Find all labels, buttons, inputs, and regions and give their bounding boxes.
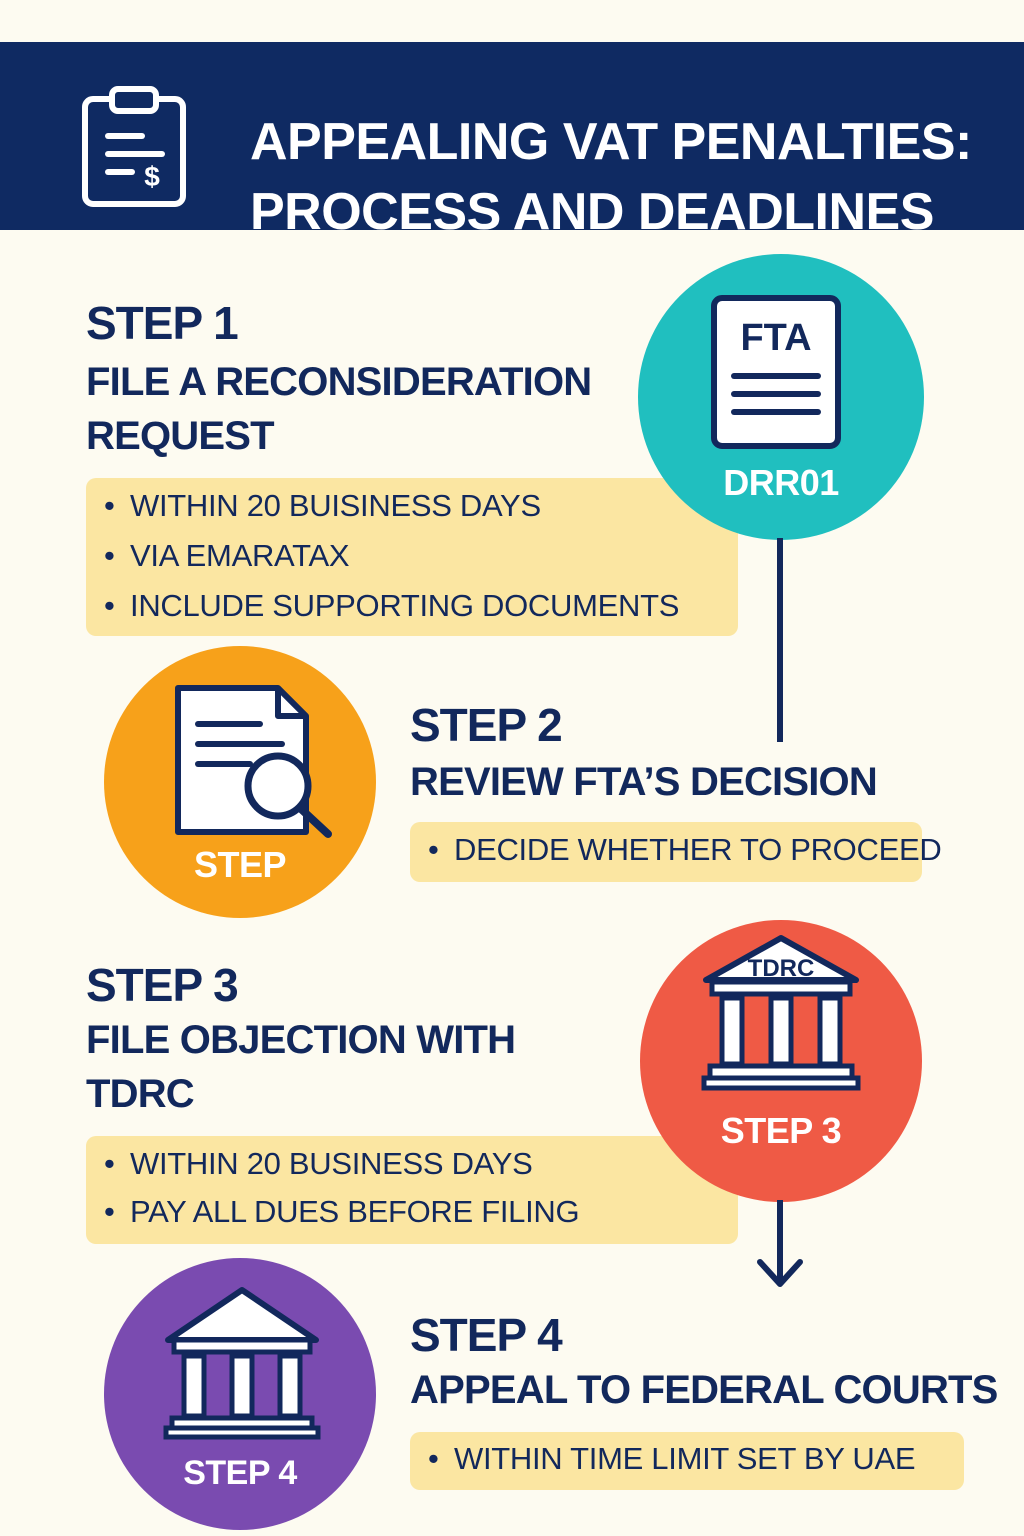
tdrc-icon-text: TDRC <box>748 955 815 982</box>
courthouse-icon: TDRC <box>701 935 861 1091</box>
step-2-title-line-1: REVIEW FTA’S DECISION <box>410 760 878 804</box>
page-title-line-2: PROCESS AND DEADLINES <box>250 183 934 241</box>
step-2-bullet-box: DECIDE WHETHER TO PROCEED <box>410 822 942 882</box>
header-banner: $ APPEALING VAT PENALTIES: PROCESS AND D… <box>0 42 1024 241</box>
step-2-bullet-1: DECIDE WHETHER TO PROCEED <box>428 832 942 868</box>
step-3-title-line-2: TDRC <box>86 1072 195 1116</box>
step-4-bullet-1: WITHIN TIME LIMIT SET BY UAE <box>428 1441 916 1477</box>
step-3-bullet-2: PAY ALL DUES BEFORE FILING <box>104 1194 580 1230</box>
fta-document-icon: FTA <box>711 295 841 449</box>
step-4-bullet-box: WITHIN TIME LIMIT SET BY UAE <box>410 1432 964 1490</box>
step-1-bullet-box: WITHIN 20 BUISINESS DAYS VIA EMARATAX IN… <box>86 478 738 636</box>
step-4-title-line-1: APPEAL TO FEDERAL COURTS <box>410 1368 998 1412</box>
clipboard-dollar-icon: $ <box>82 86 186 207</box>
step-1-circle-label: DRR01 <box>723 462 839 503</box>
svg-text:$: $ <box>144 161 160 192</box>
step-1-bullet-1: WITHIN 20 BUISINESS DAYS <box>104 488 541 524</box>
down-arrow-icon <box>757 1259 803 1287</box>
step-4-circle-label: STEP 4 <box>183 1454 297 1492</box>
connector-line-2 <box>777 1200 783 1282</box>
step-3-bullet-1: WITHIN 20 BUSINESS DAYS <box>104 1146 533 1182</box>
connector-line-1 <box>777 538 783 742</box>
document-magnifier-icon <box>175 685 332 838</box>
courthouse-icon <box>163 1287 321 1440</box>
step-1-title-line-1: FILE A RECONSIDERATION <box>86 360 592 404</box>
step-1-circle: FTA DRR01 <box>638 254 924 540</box>
step-4-label: STEP 4 <box>410 1309 563 1361</box>
step-2-circle: STEP <box>104 646 376 918</box>
step-3-circle: TDRC STEP 3 <box>640 920 922 1202</box>
step-3-circle-label: STEP 3 <box>720 1110 842 1151</box>
step-2-label: STEP 2 <box>410 699 563 751</box>
step-3-title-line-1: FILE OBJECTION WITH <box>86 1018 516 1062</box>
fta-icon-text: FTA <box>740 317 811 359</box>
step-1-label: STEP 1 <box>86 297 239 349</box>
page-title-line-1: APPEALING VAT PENALTIES: <box>250 113 972 171</box>
step-1-bullet-3: INCLUDE SUPPORTING DOCUMENTS <box>104 588 679 624</box>
step-2-circle-label: STEP <box>193 844 287 885</box>
step-3-bullet-box: WITHIN 20 BUSINESS DAYS PAY ALL DUES BEF… <box>86 1136 738 1244</box>
step-1-title-line-2: REQUEST <box>86 414 275 458</box>
step-1-bullet-2: VIA EMARATAX <box>104 538 350 574</box>
step-4-circle: STEP 4 <box>104 1258 376 1530</box>
step-3-label: STEP 3 <box>86 959 239 1011</box>
